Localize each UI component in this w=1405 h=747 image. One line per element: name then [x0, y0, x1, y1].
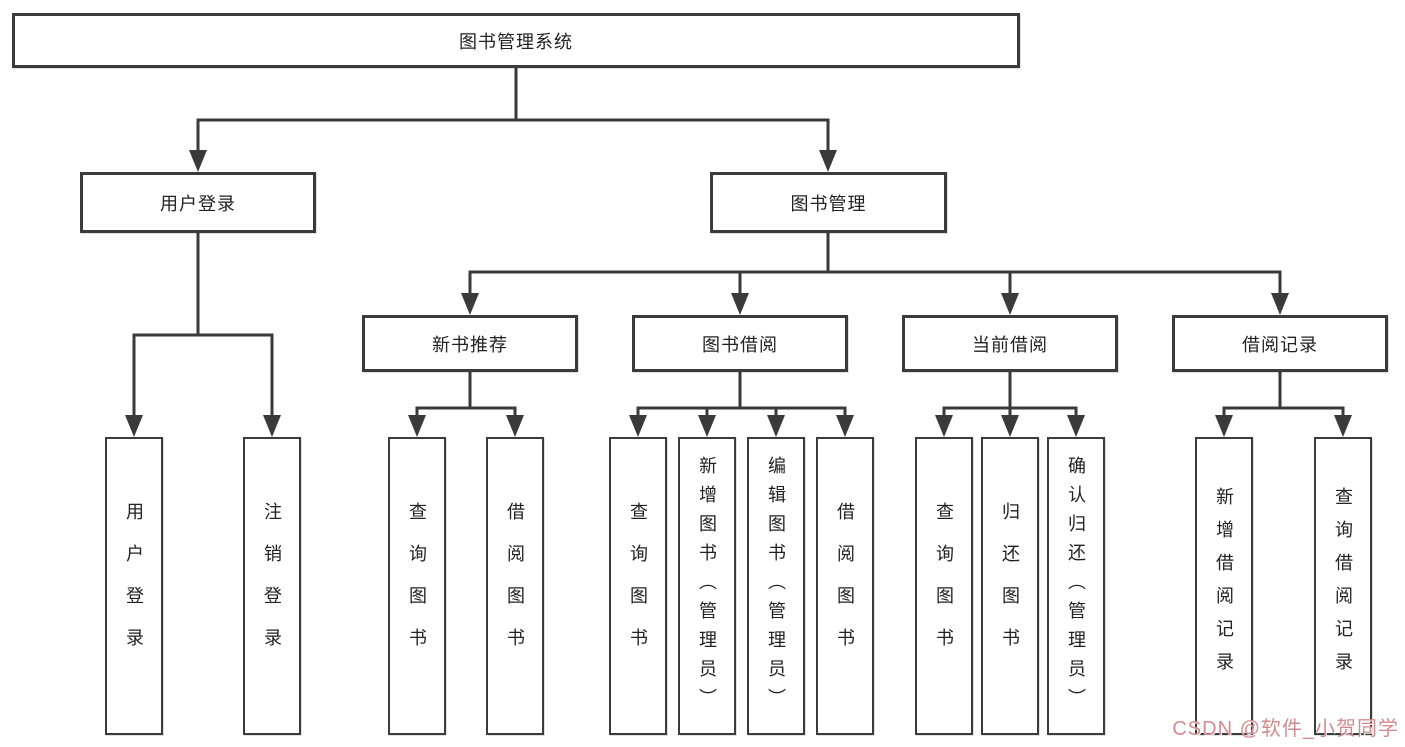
leaf-add-book-admin: 新增图书（管理员）: [678, 437, 736, 735]
leaf-logout-login-label: 注销登录: [262, 502, 282, 670]
leaf-confirm-return-admin-label: 确认归还（管理员）: [1066, 455, 1086, 717]
leaf-query-books-current: 查询图书: [915, 437, 973, 735]
node-current-borrowing: 当前借阅: [902, 315, 1118, 372]
node-borrowing-records-label: 借阅记录: [1242, 334, 1318, 355]
node-user-login: 用户登录: [80, 172, 316, 233]
leaf-query-books-recommend-label: 查询图书: [407, 502, 427, 670]
leaf-return-book: 归还图书: [981, 437, 1039, 735]
leaf-user-login-label: 用户登录: [124, 502, 144, 670]
leaf-return-book-label: 归还图书: [1000, 502, 1020, 670]
node-book-borrowing-label: 图书借阅: [702, 334, 778, 355]
watermark: CSDN @软件_小贺同学: [1172, 718, 1399, 740]
leaf-edit-book-admin: 编辑图书（管理员）: [747, 437, 805, 735]
node-user-login-label: 用户登录: [160, 193, 236, 214]
leaf-query-borrow-record-label: 查询借阅记录: [1333, 487, 1353, 685]
leaf-query-books-borrowing: 查询图书: [609, 437, 667, 735]
leaf-edit-book-admin-label: 编辑图书（管理员）: [766, 455, 786, 717]
leaf-logout-login: 注销登录: [243, 437, 301, 735]
node-book-management: 图书管理: [710, 172, 947, 233]
leaf-query-books-borrowing-label: 查询图书: [628, 502, 648, 670]
node-current-borrowing-label: 当前借阅: [972, 334, 1048, 355]
leaf-add-borrow-record: 新增借阅记录: [1195, 437, 1253, 735]
node-root-label: 图书管理系统: [459, 31, 573, 52]
node-book-borrowing: 图书借阅: [632, 315, 848, 372]
node-new-book-recommendation-label: 新书推荐: [432, 334, 508, 355]
leaf-add-book-admin-label: 新增图书（管理员）: [697, 455, 717, 717]
leaf-query-books-recommend: 查询图书: [388, 437, 446, 735]
leaf-query-books-current-label: 查询图书: [934, 502, 954, 670]
node-book-management-label: 图书管理: [790, 193, 867, 214]
node-borrowing-records: 借阅记录: [1172, 315, 1388, 372]
leaf-confirm-return-admin: 确认归还（管理员）: [1047, 437, 1105, 735]
leaf-borrow-books-recommend-label: 借阅图书: [505, 502, 525, 670]
leaf-user-login: 用户登录: [105, 437, 163, 735]
leaf-borrow-books-borrowing: 借阅图书: [816, 437, 874, 735]
leaf-query-borrow-record: 查询借阅记录: [1314, 437, 1372, 735]
node-root: 图书管理系统: [12, 13, 1020, 68]
node-new-book-recommendation: 新书推荐: [362, 315, 578, 372]
leaf-borrow-books-borrowing-label: 借阅图书: [835, 502, 855, 670]
leaf-borrow-books-recommend: 借阅图书: [486, 437, 544, 735]
leaf-add-borrow-record-label: 新增借阅记录: [1214, 487, 1234, 685]
